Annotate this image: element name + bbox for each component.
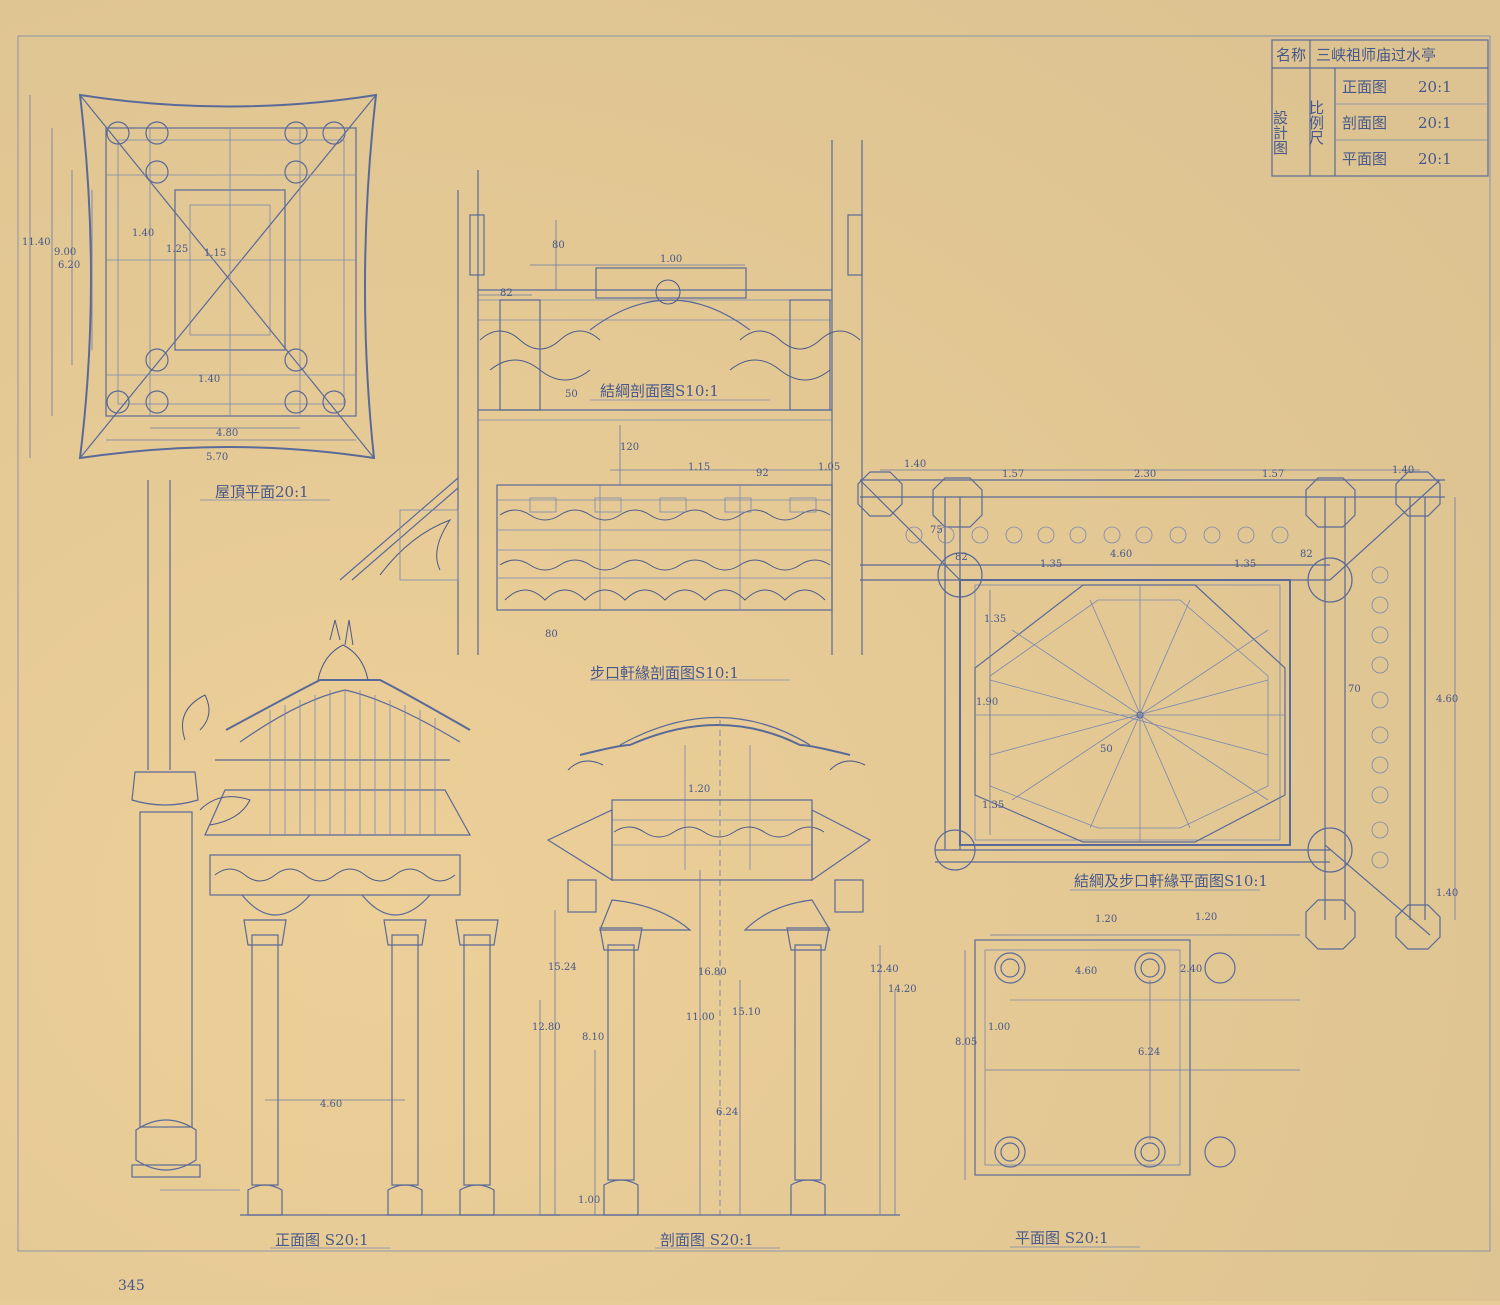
dim-label: 1.57 — [1002, 469, 1024, 480]
dim-label: 92 — [756, 468, 769, 479]
dim-label: 1.35 — [1234, 559, 1256, 570]
dim-label: 1.00 — [660, 254, 682, 265]
caption-bracket-section: 結綱剖面图S10:1 — [600, 382, 719, 400]
dim-label: 8.10 — [582, 1032, 604, 1043]
dim-label: 1.40 — [1392, 465, 1414, 476]
dim-label: 120 — [620, 442, 639, 453]
dim-label: 12.80 — [532, 1022, 561, 1033]
dim-label: 2.30 — [1134, 469, 1156, 480]
plan-drawing: 1.20 1.20 4.60 2.40 8.05 1.00 6.24 平面图 S… — [955, 912, 1300, 1248]
dim-label: 12.40 — [870, 964, 899, 975]
dim-label: 1.40 — [1436, 888, 1458, 899]
dim-label: 16.80 — [698, 967, 727, 978]
front-elevation-drawing: 4.60 正面图 S20:1 — [131, 480, 560, 1249]
dim-label: 1.35 — [982, 800, 1004, 811]
dim-label: 4.80 — [216, 428, 238, 439]
dim-label: 6.24 — [1138, 1047, 1160, 1058]
title-row-scale: 20:1 — [1418, 78, 1452, 96]
caption-beam-section: 步口軒緣剖面图S10:1 — [590, 664, 739, 682]
dim-label: 1.40 — [132, 228, 154, 239]
title-block: 名称 三峡祖师庙过水亭 設計图 比例尺 正面图 20:1 剖面图 20:1 平面… — [1271, 39, 1489, 177]
dim-label: 9.00 — [54, 247, 76, 258]
dim-label: 1.15 — [688, 462, 710, 473]
dim-label: 1.35 — [984, 614, 1006, 625]
dim-label: 1.20 — [688, 784, 710, 795]
dim-label: 5.70 — [206, 452, 228, 463]
dim-label: 1.35 — [1040, 559, 1062, 570]
section-drawing: 1.20 15.24 12.80 8.10 16.80 11.00 15.10 … — [532, 717, 917, 1249]
dim-label: 82 — [955, 552, 968, 563]
sheet-number: 345 — [118, 1278, 145, 1294]
caption-ceiling-plan: 結綱及步口軒緣平面图S10:1 — [1074, 872, 1268, 890]
title-row-scale: 20:1 — [1418, 150, 1452, 168]
caption-plan: 平面图 S20:1 — [1015, 1229, 1109, 1247]
dim-label: 70 — [1348, 684, 1361, 695]
caption-section: 剖面图 S20:1 — [660, 1231, 754, 1249]
dim-label: 6.20 — [58, 260, 80, 271]
dim-label: 50 — [565, 389, 578, 400]
dim-label: 1.00 — [578, 1195, 600, 1206]
dim-label: 1.15 — [204, 248, 226, 259]
title-row-drawing: 正面图 — [1342, 78, 1387, 96]
dim-label: 8.05 — [955, 1037, 977, 1048]
caption-roof-plan: 屋頂平面20:1 — [215, 483, 309, 501]
dim-label: 6.24 — [716, 1107, 738, 1118]
dim-label: 82 — [500, 288, 513, 299]
title-scale-label: 比例尺 — [1307, 100, 1325, 145]
dim-label: 82 — [1300, 549, 1313, 560]
dim-label: 4.60 — [1110, 549, 1132, 560]
dim-label: 50 — [1100, 744, 1113, 755]
roof-plan-drawing: 11.40 9.00 6.20 1.40 1.25 1.15 1.40 4.80… — [22, 93, 378, 501]
dim-label: 14.20 — [888, 984, 917, 995]
dim-label: 15.10 — [732, 1007, 761, 1018]
title-name-value: 三峡祖师庙过水亭 — [1316, 46, 1436, 64]
dim-label: 1.40 — [198, 374, 220, 385]
dim-label: 11.40 — [22, 237, 51, 248]
dim-label: 11.00 — [686, 1012, 715, 1023]
title-row-drawing: 平面图 — [1342, 150, 1387, 168]
dim-label: 4.60 — [320, 1099, 342, 1110]
dim-label: 4.60 — [1436, 694, 1458, 705]
dim-label: 75 — [930, 525, 943, 536]
dim-label: 1.40 — [904, 459, 926, 470]
dim-label: 80 — [552, 240, 565, 251]
dim-label: 15.24 — [548, 962, 577, 973]
dim-label: 1.90 — [976, 697, 998, 708]
bracket-section-drawing: 80 1.00 82 50 120 1.15 92 1.05 80 結綱剖面图S… — [339, 140, 863, 682]
dim-label: 80 — [545, 629, 558, 640]
dim-label: 4.60 — [1075, 966, 1097, 977]
dim-label: 1.05 — [818, 462, 840, 473]
dim-label: 1.20 — [1195, 912, 1217, 923]
dim-label: 1.20 — [1095, 914, 1117, 925]
dim-label: 2.40 — [1180, 964, 1202, 975]
title-design-label: 設計图 — [1271, 110, 1289, 155]
dim-label: 1.00 — [988, 1022, 1010, 1033]
title-row-scale: 20:1 — [1418, 114, 1452, 132]
title-name-label: 名称 — [1276, 46, 1306, 64]
dim-label: 1.25 — [166, 244, 188, 255]
title-row-drawing: 剖面图 — [1342, 114, 1387, 132]
dim-label: 1.57 — [1262, 469, 1284, 480]
sheet-border — [17, 35, 1491, 1252]
ceiling-plan-drawing: 1.40 1.57 2.30 1.57 1.40 75 82 1.35 4.60… — [857, 459, 1458, 950]
caption-front-elevation: 正面图 S20:1 — [275, 1231, 369, 1249]
